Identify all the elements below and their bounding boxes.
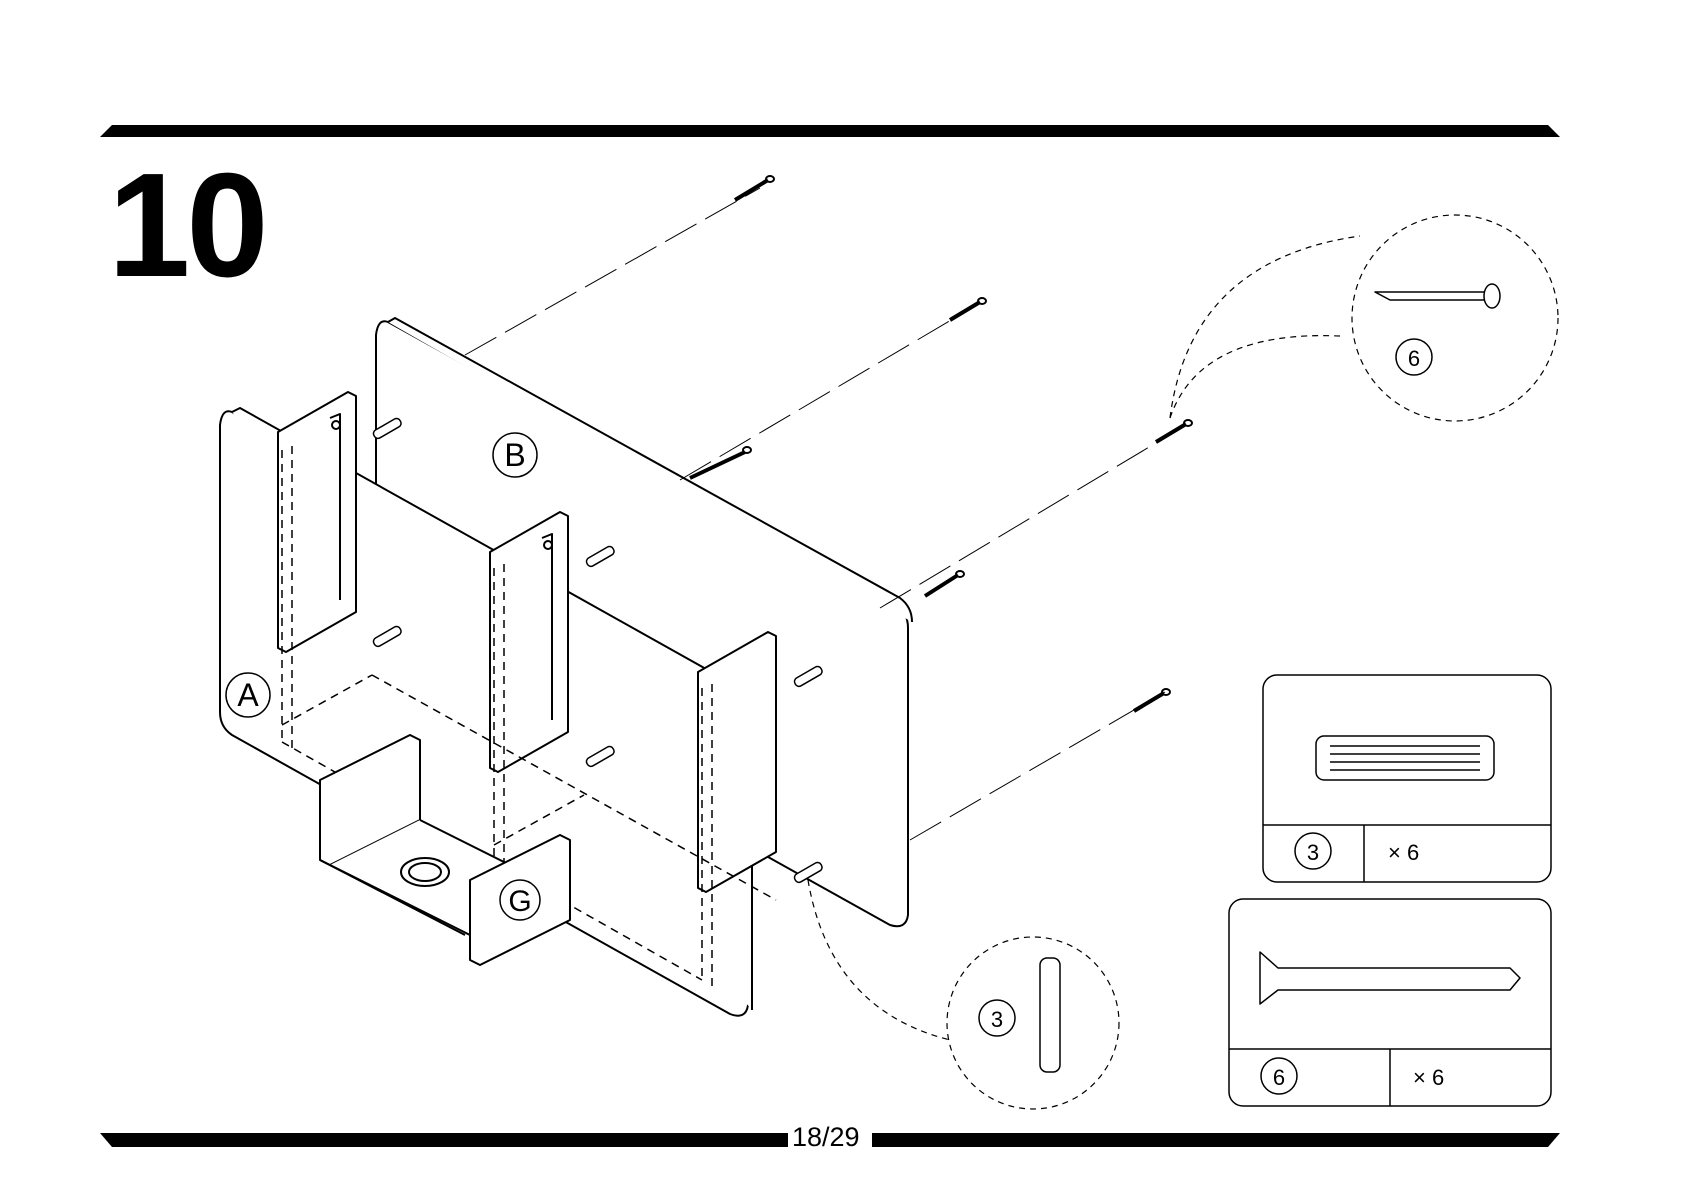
divider-left: [278, 392, 356, 652]
divider-middle: [490, 512, 568, 772]
screw-detail-callout: [1170, 215, 1558, 421]
dowel-part-number: 3: [1307, 840, 1319, 865]
dowel-quantity: × 6: [1388, 840, 1419, 865]
screw-detail-label: 6: [1408, 346, 1420, 371]
dowel-table-icon: [1316, 736, 1494, 780]
dowel-detail-icon: [1040, 958, 1060, 1072]
panel-g-label: G: [508, 885, 531, 918]
dowel-detail-label: 3: [991, 1007, 1003, 1032]
screw-quantity: × 6: [1413, 1065, 1444, 1090]
screw-detail-icon: [1375, 284, 1500, 308]
screw-part-number: 6: [1273, 1065, 1285, 1090]
panel-b-label: B: [504, 437, 525, 473]
divider-right: [698, 632, 776, 892]
panel-a-label: A: [237, 677, 259, 713]
dowel-detail-callout: [808, 880, 1119, 1109]
